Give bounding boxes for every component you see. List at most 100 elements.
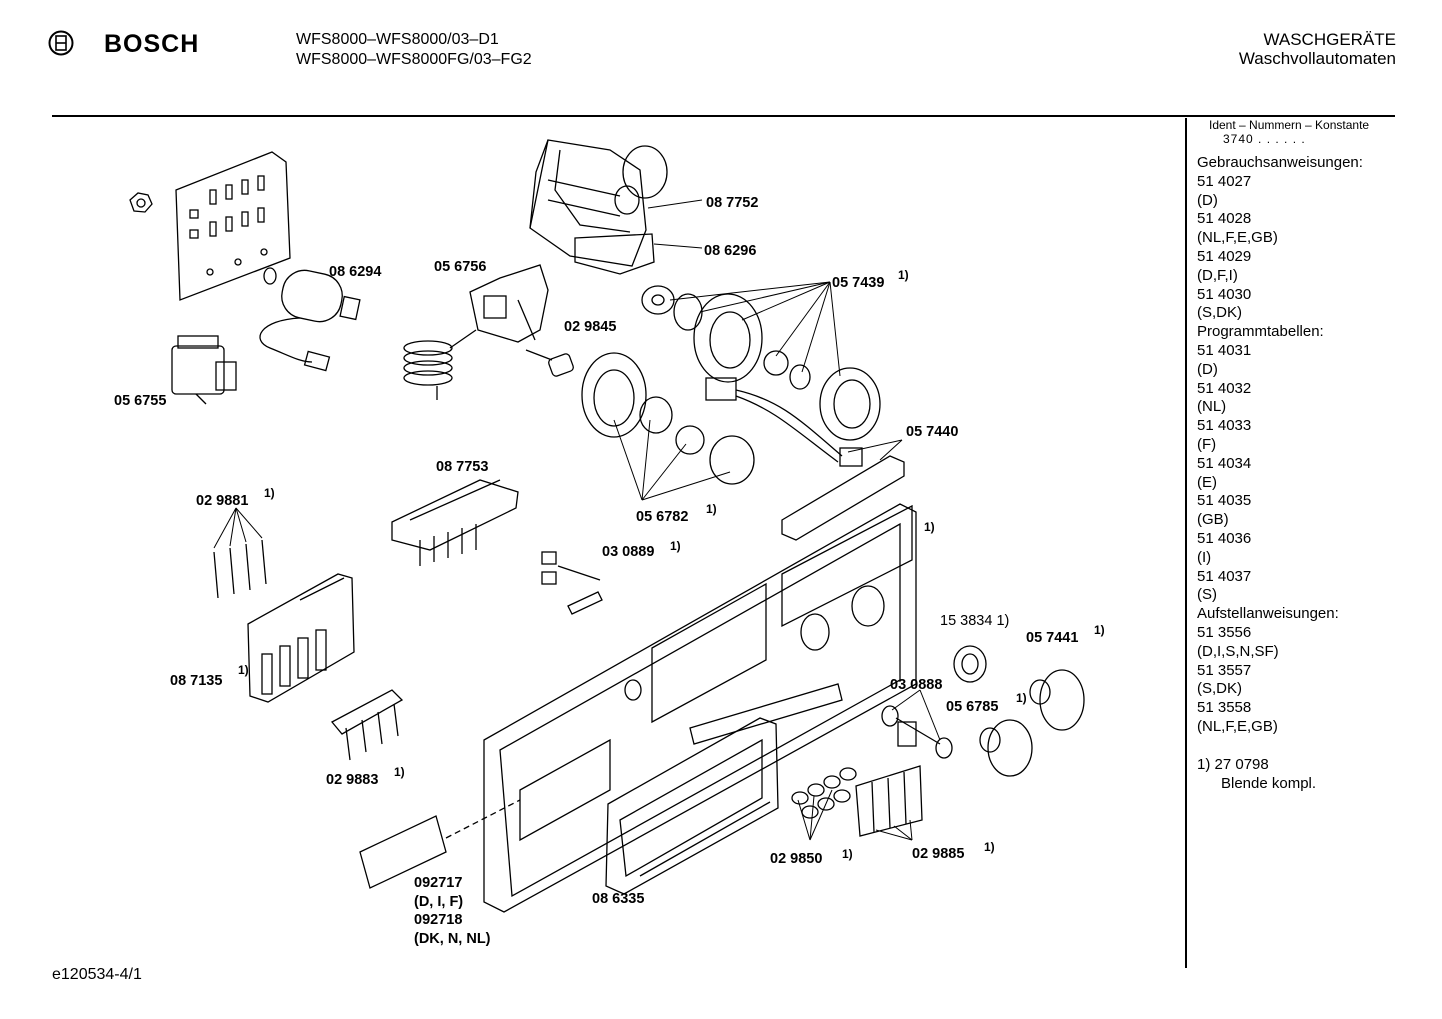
list-item: Programmtabellen:: [1197, 323, 1324, 341]
list-item: (D): [1197, 191, 1218, 209]
list-item: 51 4028: [1197, 210, 1252, 228]
lens-strip-part: [781, 455, 905, 541]
category-subtitle: Waschvollautomaten: [1238, 49, 1396, 68]
part-label: 08 7753: [436, 459, 488, 475]
connector-part: [525, 349, 574, 377]
bosch-logo-icon: [48, 30, 74, 56]
part-label: 08 6294: [329, 264, 381, 280]
part-label: 092717: [414, 875, 462, 891]
list-item: (NL): [1197, 398, 1227, 416]
part-label: 15 3834 1): [940, 613, 1009, 629]
footnote-marker: 1): [1197, 755, 1211, 773]
list-item: 51 4032: [1197, 379, 1252, 397]
wire-harness-part: [705, 377, 863, 467]
footnote-ref: 1): [264, 486, 275, 500]
footnote: 1) 27 0798 Blende kompl.: [1197, 755, 1437, 793]
footnote-number: 27 0798: [1214, 755, 1269, 773]
footnote-ref: 1): [238, 663, 249, 677]
sidebar-divider: [1185, 118, 1187, 968]
part-label: 02 9885: [912, 846, 964, 862]
leader-lines: [213, 199, 941, 841]
spindle-part: [881, 705, 953, 759]
part-label: 05 6782: [636, 509, 688, 525]
switch-block-part: [247, 573, 355, 703]
part-label: 02 9883: [326, 772, 378, 788]
list-item: (S,DK): [1197, 680, 1242, 698]
list-item: 51 4035: [1197, 492, 1252, 510]
header-divider: [52, 115, 1395, 117]
model-line-2: WFS8000–WFS8000FG/03–FG2: [296, 51, 532, 68]
ident-value: 3740 . . . . . .: [1223, 132, 1306, 146]
brand-name: BOSCH: [104, 30, 200, 58]
hex-nut-part: [129, 192, 153, 213]
list-item: (D,F,I): [1197, 266, 1238, 284]
list-item: (S): [1197, 586, 1217, 604]
footnote-ref: 1): [1016, 691, 1027, 705]
springs-part: [791, 767, 857, 819]
list-item: 51 4027: [1197, 172, 1252, 190]
ident-header: Ident – Nummern – Konstante: [1209, 118, 1370, 132]
part-label-languages: (D, I, F): [414, 894, 463, 910]
part-label: 03 0889: [602, 544, 654, 560]
list-item: 51 3558: [1197, 699, 1252, 717]
part-label: 05 7441: [1026, 630, 1078, 646]
list-item: (D,I,S,N,SF): [1197, 642, 1279, 660]
part-label: 05 6756: [434, 259, 486, 275]
list-item: 51 4031: [1197, 341, 1252, 359]
list-item: 51 4034: [1197, 454, 1252, 472]
list-item: 51 4030: [1197, 285, 1252, 303]
part-label: 092718: [414, 912, 462, 928]
footnote-ref: 1): [706, 502, 717, 516]
part-label: 08 7752: [706, 195, 758, 211]
sidebar: Ident – Nummern – Konstante 3740 . . . .…: [1197, 118, 1437, 793]
category-title: WASCHGERÄTE: [1263, 30, 1396, 49]
footnote-ref: 1): [898, 268, 909, 282]
selector-knobs-part: [953, 645, 1085, 777]
list-item: 51 4037: [1197, 567, 1252, 585]
suppressor-part: [171, 335, 237, 405]
timer-motor-part: [529, 139, 668, 275]
list-item: (D): [1197, 360, 1218, 378]
list-item: (F): [1197, 435, 1217, 453]
footnote-ref: 1): [394, 765, 405, 779]
contact-springs-part: [213, 539, 267, 599]
part-label: 03 0888: [890, 677, 942, 693]
list-item: (S,DK): [1197, 304, 1242, 322]
footnote-ref: 1): [1094, 623, 1105, 637]
part-label: 08 6296: [704, 243, 756, 259]
footnote-ref: 1): [842, 847, 853, 861]
knob-bezel-part: [581, 285, 881, 485]
part-label: 02 9850: [770, 851, 822, 867]
push-keys-part: [330, 689, 404, 761]
sliding-cover-part: [605, 683, 843, 895]
list-item: 51 3557: [1197, 661, 1252, 679]
footnote-ref: 1): [924, 520, 935, 534]
program-switch-part: [391, 479, 519, 566]
capacitor-part: [259, 267, 361, 372]
list-item: Gebrauchsanweisungen:: [1197, 154, 1363, 171]
part-label: 02 9845: [564, 319, 616, 335]
exploded-parts-diagram: 08 7752 08 6296 08 6294 05 6756 05 7439 …: [114, 139, 1105, 947]
footnote-ref: 1): [984, 840, 995, 854]
part-label: 08 6335: [592, 891, 644, 907]
list-item: 51 4036: [1197, 529, 1252, 547]
list-item: (GB): [1197, 511, 1229, 529]
list-item: (NL,F,E,GB): [1197, 229, 1278, 247]
list-item: (NL,F,E,GB): [1197, 717, 1278, 735]
list-item: Aufstellanweisungen:: [1197, 605, 1339, 623]
list-item: 51 3556: [1197, 623, 1252, 641]
mounting-bracket-part: [175, 151, 291, 301]
control-panel-part: [483, 503, 917, 913]
label-strip-part: [359, 799, 521, 889]
pressure-switch-part: [403, 264, 549, 400]
part-label-languages: (DK, N, NL): [414, 931, 491, 947]
list-item: (E): [1197, 473, 1217, 491]
clip-part: [541, 551, 603, 615]
part-labels: 08 7752 08 6296 08 6294 05 6756 05 7439 …: [114, 195, 1105, 947]
part-label: 02 9881: [196, 493, 248, 509]
model-line-1: WFS8000–WFS8000/03–D1: [296, 31, 499, 48]
document-list: Gebrauchsanweisungen: 51 4027 (D) 51 402…: [1197, 154, 1437, 737]
part-label: 05 6785: [946, 699, 998, 715]
drawing-code: e120534-4/1: [52, 966, 142, 983]
list-item: 51 4029: [1197, 247, 1252, 265]
